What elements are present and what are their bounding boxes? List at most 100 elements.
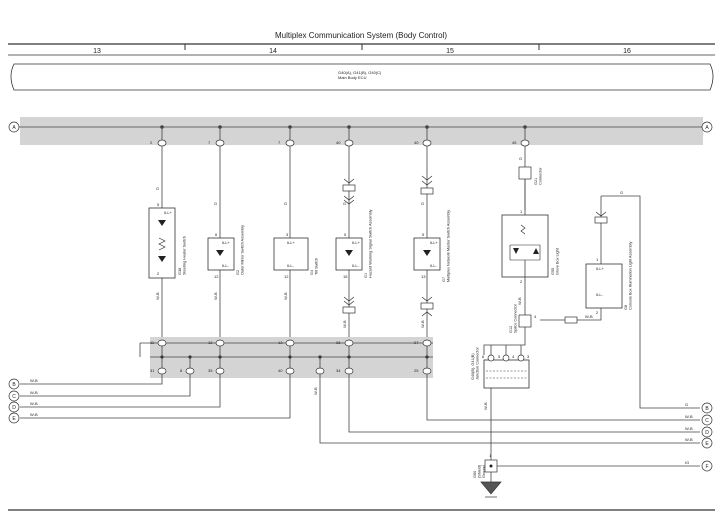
courtesy-pin-bot: 2 <box>596 310 599 315</box>
sw2-plus: ILL+ <box>222 240 231 245</box>
sw5-plus: ILL+ <box>430 240 439 245</box>
lower-pin-t4: 26 <box>336 340 341 345</box>
sw2-label: G2Outer Mirror Switch Assembly <box>236 225 245 275</box>
lower-pin-t2: 12 <box>208 340 213 345</box>
ground-label: G60(Shield)Ground <box>473 464 486 478</box>
right-g: G <box>685 402 688 407</box>
lower-pin-b6: 25 <box>414 368 419 373</box>
hazard-switch: 5 ILL+ ILL- 15 G1Hazard Warning Signal S… <box>335 209 373 279</box>
left-ref-d: D <box>12 405 16 411</box>
left-ref-b: B <box>12 382 16 388</box>
right-ref-f: F <box>705 464 708 470</box>
inline-connectors <box>342 175 434 317</box>
wb-2: W-B <box>213 292 218 300</box>
wire-g-5: G <box>421 201 424 206</box>
junction-pin-2: 5 <box>498 354 501 359</box>
right-ref-b: B <box>705 406 709 412</box>
courtesy-wb: W-B <box>585 314 593 319</box>
wire-g-labels: G G G G G G <box>156 156 522 206</box>
wire-g-6: G <box>519 156 522 161</box>
top-pin-1: 2 <box>150 140 153 145</box>
wb-320: W-B <box>313 387 318 395</box>
top-pin-6: 45 <box>512 140 517 145</box>
lower-pin-t1: 11 <box>150 340 155 345</box>
wire-g-1: G <box>156 186 159 191</box>
column-15: 15 <box>446 48 454 55</box>
junction-pin-4: 3 <box>527 354 530 359</box>
courtesy-pin-top: 1 <box>596 257 599 262</box>
wire-g-3: G <box>284 201 287 206</box>
left-wb-1: W-B <box>30 378 38 383</box>
c4-label: G21Connector <box>534 167 543 185</box>
right-ref-e: E <box>705 441 709 447</box>
tilt-switch: 3 ILL+ ILL- 12 G4Tilt Switch <box>273 232 319 279</box>
lower-pin-b5: 34 <box>336 368 341 373</box>
steering-heater-switch: 5 ILL+ 2 G38Steering Heater Switch <box>148 202 187 279</box>
sw2-bottom-pin: 12 <box>214 274 219 279</box>
ground-pin: 1 <box>489 453 492 458</box>
lower-pin-t3: 13 <box>278 340 283 345</box>
glove-box-light: G21Connector 1 2 G55Glove Box Light W-B <box>501 166 560 315</box>
lower-pin-t5: 27 <box>414 340 419 345</box>
top-pin-2: 7 <box>208 140 211 145</box>
ecu-label-2: Main Body ECU <box>338 75 367 80</box>
courtesy-minus: ILL- <box>596 292 604 297</box>
sw4-bottom-pin: 15 <box>343 274 348 279</box>
splice-label: G12Splice Connector <box>509 303 518 333</box>
wb-3: W-B <box>283 292 288 300</box>
sw1-label: G38Steering Heater Switch <box>178 236 187 275</box>
switch-wb-labels: W-B W-B W-B W-B W-B <box>155 292 425 328</box>
lower-pin-b1: 31 <box>150 368 155 373</box>
glove-pin-bot: 2 <box>520 279 523 284</box>
wb-5: W-B <box>420 320 425 328</box>
left-wb-4: W-B <box>30 412 38 417</box>
top-pin-5: 40 <box>414 140 419 145</box>
sw4-minus: ILL- <box>352 263 360 268</box>
right-wb-d: W-B <box>685 426 693 431</box>
multiplex-master-switch: 5 ILL+ ILL- 13 G7Multiplex Network Maste… <box>413 210 451 282</box>
wire-g-4: G <box>343 201 346 206</box>
right-refs: B C D E F <box>701 402 713 472</box>
junction-label: G40(B), G41(B)Junction Connector <box>471 347 480 380</box>
top-pin-4: 40 <box>336 140 341 145</box>
courtesy-wire-g: G <box>620 190 623 195</box>
lower-pin-b4: 40 <box>278 368 283 373</box>
right-wb-c: W-B <box>685 414 693 419</box>
splice-connector: 4 G12Splice Connector <box>483 303 537 355</box>
sw5-top-pin: 5 <box>422 232 425 237</box>
left-wb-2: W-B <box>30 390 38 395</box>
sw5-minus: ILL- <box>430 263 438 268</box>
column-13: 13 <box>93 48 101 55</box>
sw3-bottom-pin: 12 <box>284 274 289 279</box>
wire-g-2: G <box>214 201 217 206</box>
main-body-ecu-box: G40(A), G41(B), G40(C) Main Body ECU <box>10 63 714 91</box>
junction-wb: W-B <box>483 402 488 410</box>
courtesy-label: G8Console Box Illumination Light Assembl… <box>624 242 633 310</box>
lower-pin-b3: 35 <box>208 368 213 373</box>
sw4-top-pin: 5 <box>344 232 347 237</box>
left-refs: B C D E <box>8 378 20 424</box>
left-ref-wires <box>20 374 291 419</box>
right-ref-d: D <box>705 430 709 436</box>
junction-pin-1: 6 <box>482 354 485 359</box>
right-ref-wires <box>139 343 700 444</box>
sw3-plus: ILL+ <box>287 240 296 245</box>
sw4-label: G1Hazard Warning Signal Switch Assembly <box>364 209 373 278</box>
left-wb-3: W-B <box>30 401 38 406</box>
splice-pin: 4 <box>534 314 537 319</box>
glove-wb-label: W-B <box>517 297 522 305</box>
left-ref-labels: W-B W-B W-B W-B <box>30 378 38 417</box>
top-pin-3: 7 <box>278 140 281 145</box>
ground-point: 1 IG G60(Shield)Ground <box>473 453 700 498</box>
top-bus: A A <box>8 117 713 145</box>
ground-ig: IG <box>685 460 689 465</box>
top-pin-labels: 2 7 7 40 40 45 <box>150 140 517 145</box>
lower-pin-b2: 8 <box>180 368 183 373</box>
sw2-minus: ILL- <box>222 263 230 268</box>
column-14: 14 <box>269 48 277 55</box>
junction-pin-3: 4 <box>512 354 515 359</box>
right-wb-e: W-B <box>685 437 693 442</box>
left-ref-e: E <box>12 416 16 422</box>
sw1-plus: ILL+ <box>164 210 173 215</box>
